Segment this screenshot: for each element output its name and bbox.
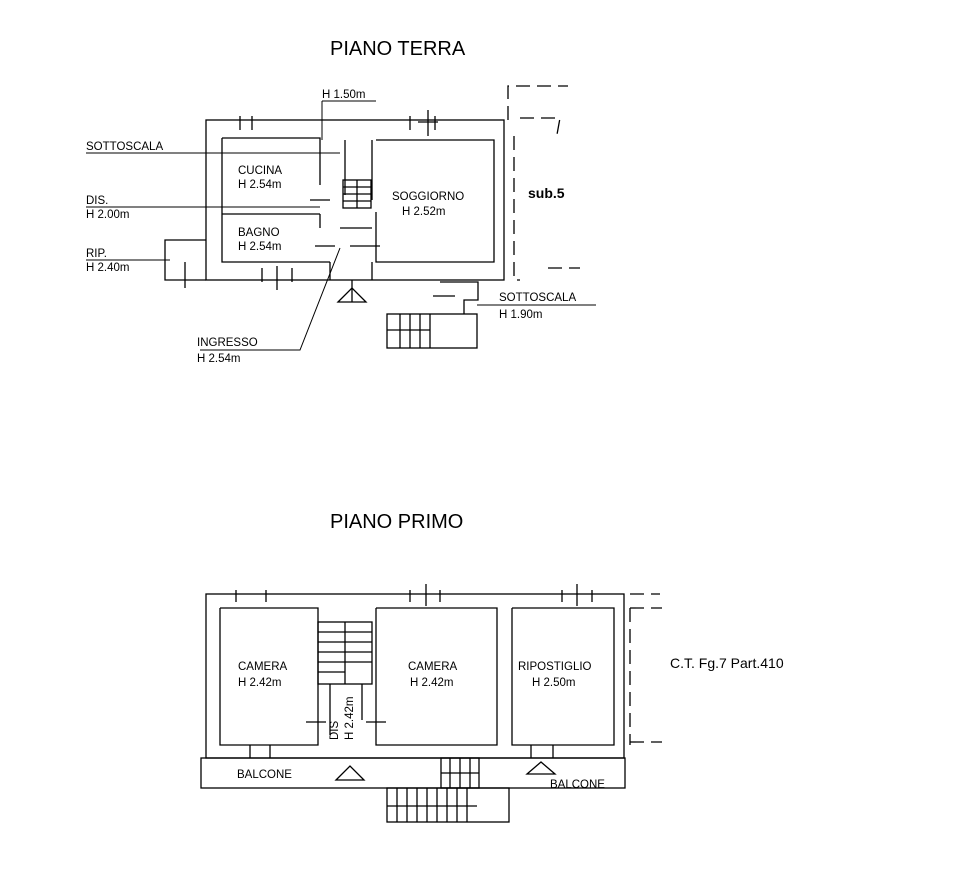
cucina-label: CUCINA xyxy=(238,165,282,177)
rip-height: H 2.40m xyxy=(86,262,129,274)
dis-label: DIS. xyxy=(86,195,108,207)
sottoscala-left-label: SOTTOSCALA xyxy=(86,141,163,153)
camera2-label: CAMERA xyxy=(408,661,458,673)
camera1-label: CAMERA xyxy=(238,661,288,673)
sottoscala-right-height: H 1.90m xyxy=(499,309,542,321)
first-floor-walls xyxy=(200,584,662,823)
cucina-height: H 2.54m xyxy=(238,179,281,191)
first-dis-height: H 2.42m xyxy=(344,697,356,740)
ingresso-label: INGRESSO xyxy=(197,337,258,349)
cadastral-reference: C.T. Fg.7 Part.410 xyxy=(670,655,784,671)
first-dis-label: DIS xyxy=(329,721,341,741)
bagno-label: BAGNO xyxy=(238,227,280,239)
dis-height: H 2.00m xyxy=(86,209,129,221)
bagno-height: H 2.54m xyxy=(238,241,281,253)
ingresso-height: H 2.54m xyxy=(197,353,240,365)
ground-floor-leaders xyxy=(86,100,596,351)
soggiorno-label: SOGGIORNO xyxy=(392,191,464,203)
sub-label: sub.5 xyxy=(528,185,565,201)
ground-h-label: H 1.50m xyxy=(322,89,365,101)
first-floor-title: PIANO PRIMO xyxy=(330,511,463,533)
ripostiglio-label: RIPOSTIGLIO xyxy=(518,661,592,673)
balcone-right-label: BALCONE xyxy=(550,779,605,791)
balcone-left-label: BALCONE xyxy=(237,769,292,781)
sottoscala-right-label: SOTTOSCALA xyxy=(499,292,576,304)
rip-label: RIP. xyxy=(86,248,107,260)
camera2-height: H 2.42m xyxy=(410,677,453,689)
camera1-height: H 2.42m xyxy=(238,677,281,689)
soggiorno-height: H 2.52m xyxy=(402,206,445,218)
ripostiglio-height: H 2.50m xyxy=(532,677,575,689)
ground-floor-walls xyxy=(164,85,580,349)
ground-floor-title: PIANO TERRA xyxy=(330,38,466,60)
